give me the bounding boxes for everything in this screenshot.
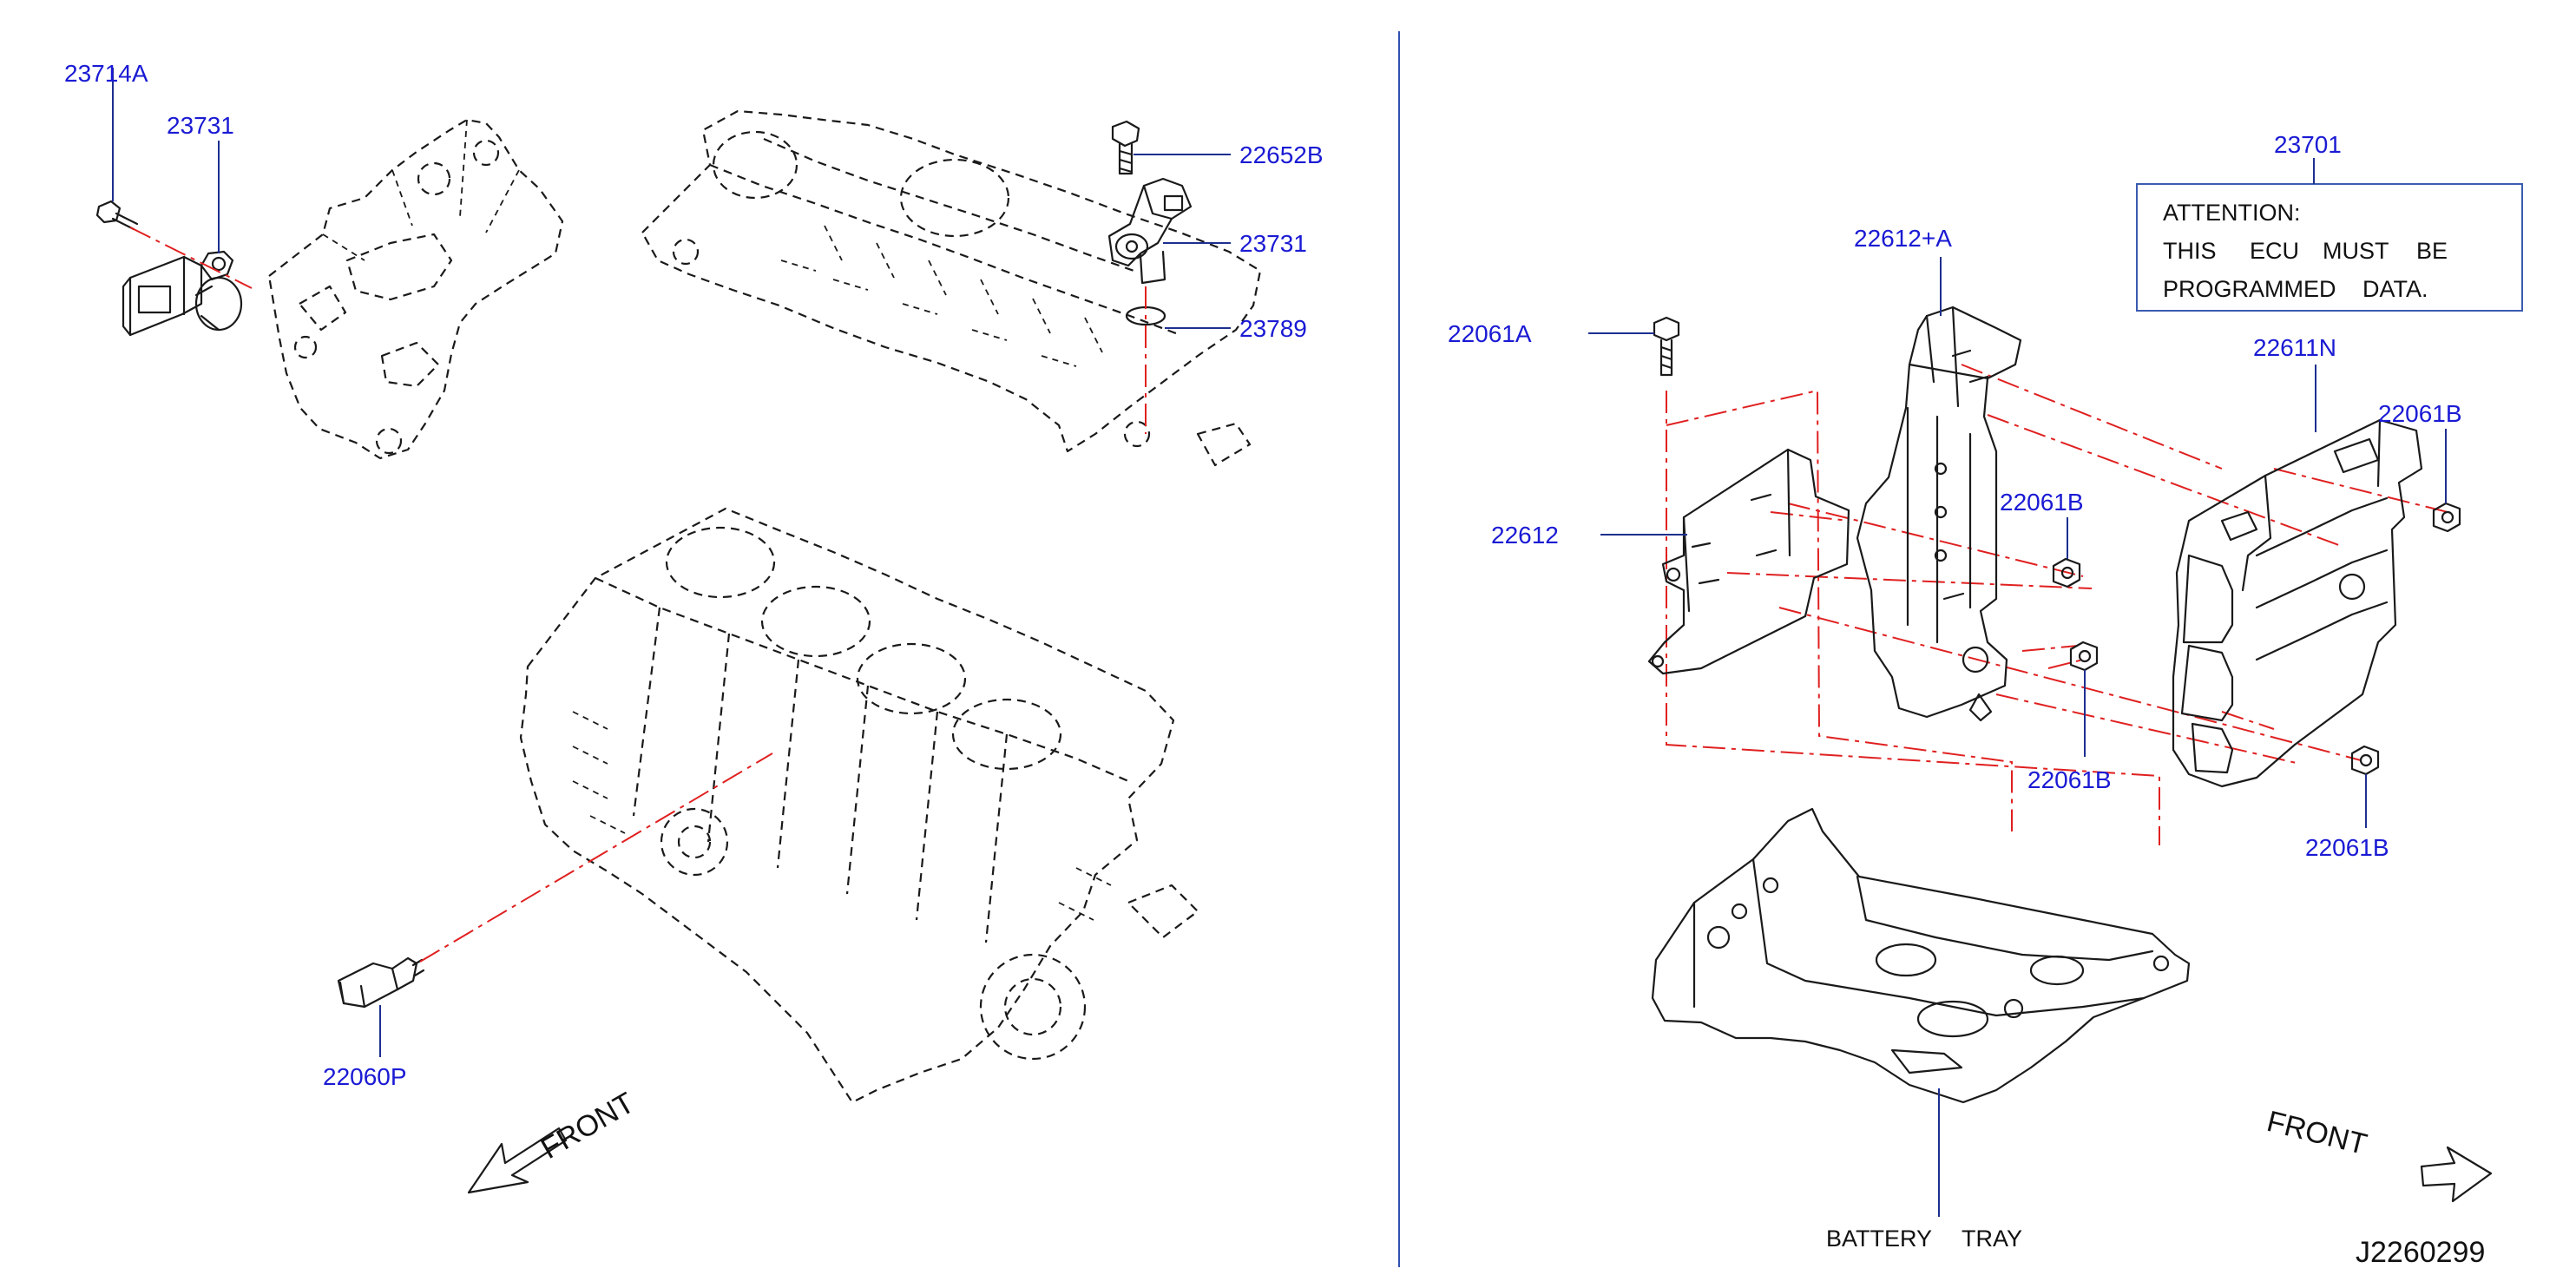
front-label-left: FRONT bbox=[536, 1086, 640, 1165]
label-22652B: 22652B bbox=[1239, 141, 1324, 168]
centerlines-ecu bbox=[1666, 364, 2448, 845]
label-22061B-top-right: 22061B bbox=[2378, 400, 2462, 427]
label-23731-left: 23731 bbox=[167, 112, 234, 139]
ecu-22611N bbox=[2172, 418, 2423, 788]
cylinder-block-outline bbox=[519, 507, 1199, 1104]
attention-line2-word4: BE bbox=[2416, 238, 2448, 264]
attention-line2-word3: MUST bbox=[2323, 238, 2389, 264]
label-22061A: 22061A bbox=[1448, 320, 1532, 347]
nut-22061B-lower-mid bbox=[2069, 641, 2099, 672]
attention-line3-word1: PROGRAMMED bbox=[2163, 276, 2336, 302]
nut-22061B-top-right bbox=[2432, 502, 2461, 533]
bolt-22652B bbox=[1111, 120, 1140, 175]
label-22611N: 22611N bbox=[2253, 334, 2336, 361]
label-22612-A: 22612+A bbox=[1854, 225, 1952, 252]
label-23714A: 23714A bbox=[64, 60, 148, 87]
centerline-left-sensor bbox=[129, 227, 253, 289]
cam-sensor-right bbox=[1107, 177, 1193, 285]
battery-tray-word1: BATTERY bbox=[1826, 1226, 1932, 1252]
nut-22061B-bottom-right bbox=[2350, 745, 2380, 776]
attention-line2-word2: ECU bbox=[2250, 238, 2299, 264]
label-23701: 23701 bbox=[2274, 131, 2342, 158]
cam-sensor-left bbox=[122, 250, 243, 337]
battery-tray bbox=[1651, 807, 2191, 1104]
front-arrow-right-icon bbox=[2420, 1146, 2493, 1203]
knock-sensor-22060P bbox=[337, 956, 425, 1009]
attention-note-23701: ATTENTION: THIS ECU MUST BE PROGRAMMED D… bbox=[2136, 183, 2523, 312]
attention-line3-word2: DATA. bbox=[2362, 276, 2428, 302]
label-22061B-lower-mid: 22061B bbox=[2027, 766, 2112, 793]
bolt-23714A bbox=[95, 200, 139, 231]
engine-front-cover-outline bbox=[267, 118, 564, 460]
front-label-right: FRONT bbox=[2264, 1105, 2370, 1161]
attention-line2-word1: THIS bbox=[2163, 238, 2217, 264]
bolt-22061A bbox=[1653, 316, 1680, 377]
attention-line1: ATTENTION: bbox=[2163, 200, 2301, 226]
label-23789: 23789 bbox=[1239, 315, 1307, 342]
bracket-22612-A bbox=[1856, 306, 2022, 722]
front-arrow-left-icon bbox=[467, 1127, 568, 1194]
label-22061B-bottom-right: 22061B bbox=[2305, 834, 2389, 861]
label-22612: 22612 bbox=[1491, 522, 1559, 549]
label-22060P: 22060P bbox=[323, 1063, 407, 1090]
battery-tray-word2: TRAY bbox=[1962, 1226, 2022, 1252]
label-23731-right: 23731 bbox=[1239, 230, 1307, 257]
bracket-22612 bbox=[1647, 448, 1850, 675]
diagram-id: J2260299 bbox=[2356, 1236, 2485, 1269]
label-22061B-mid: 22061B bbox=[2000, 489, 2084, 516]
centerline-knock-sensor bbox=[419, 752, 773, 963]
nut-22061B-mid bbox=[2052, 557, 2081, 588]
cylinder-head-outline bbox=[641, 109, 1262, 467]
